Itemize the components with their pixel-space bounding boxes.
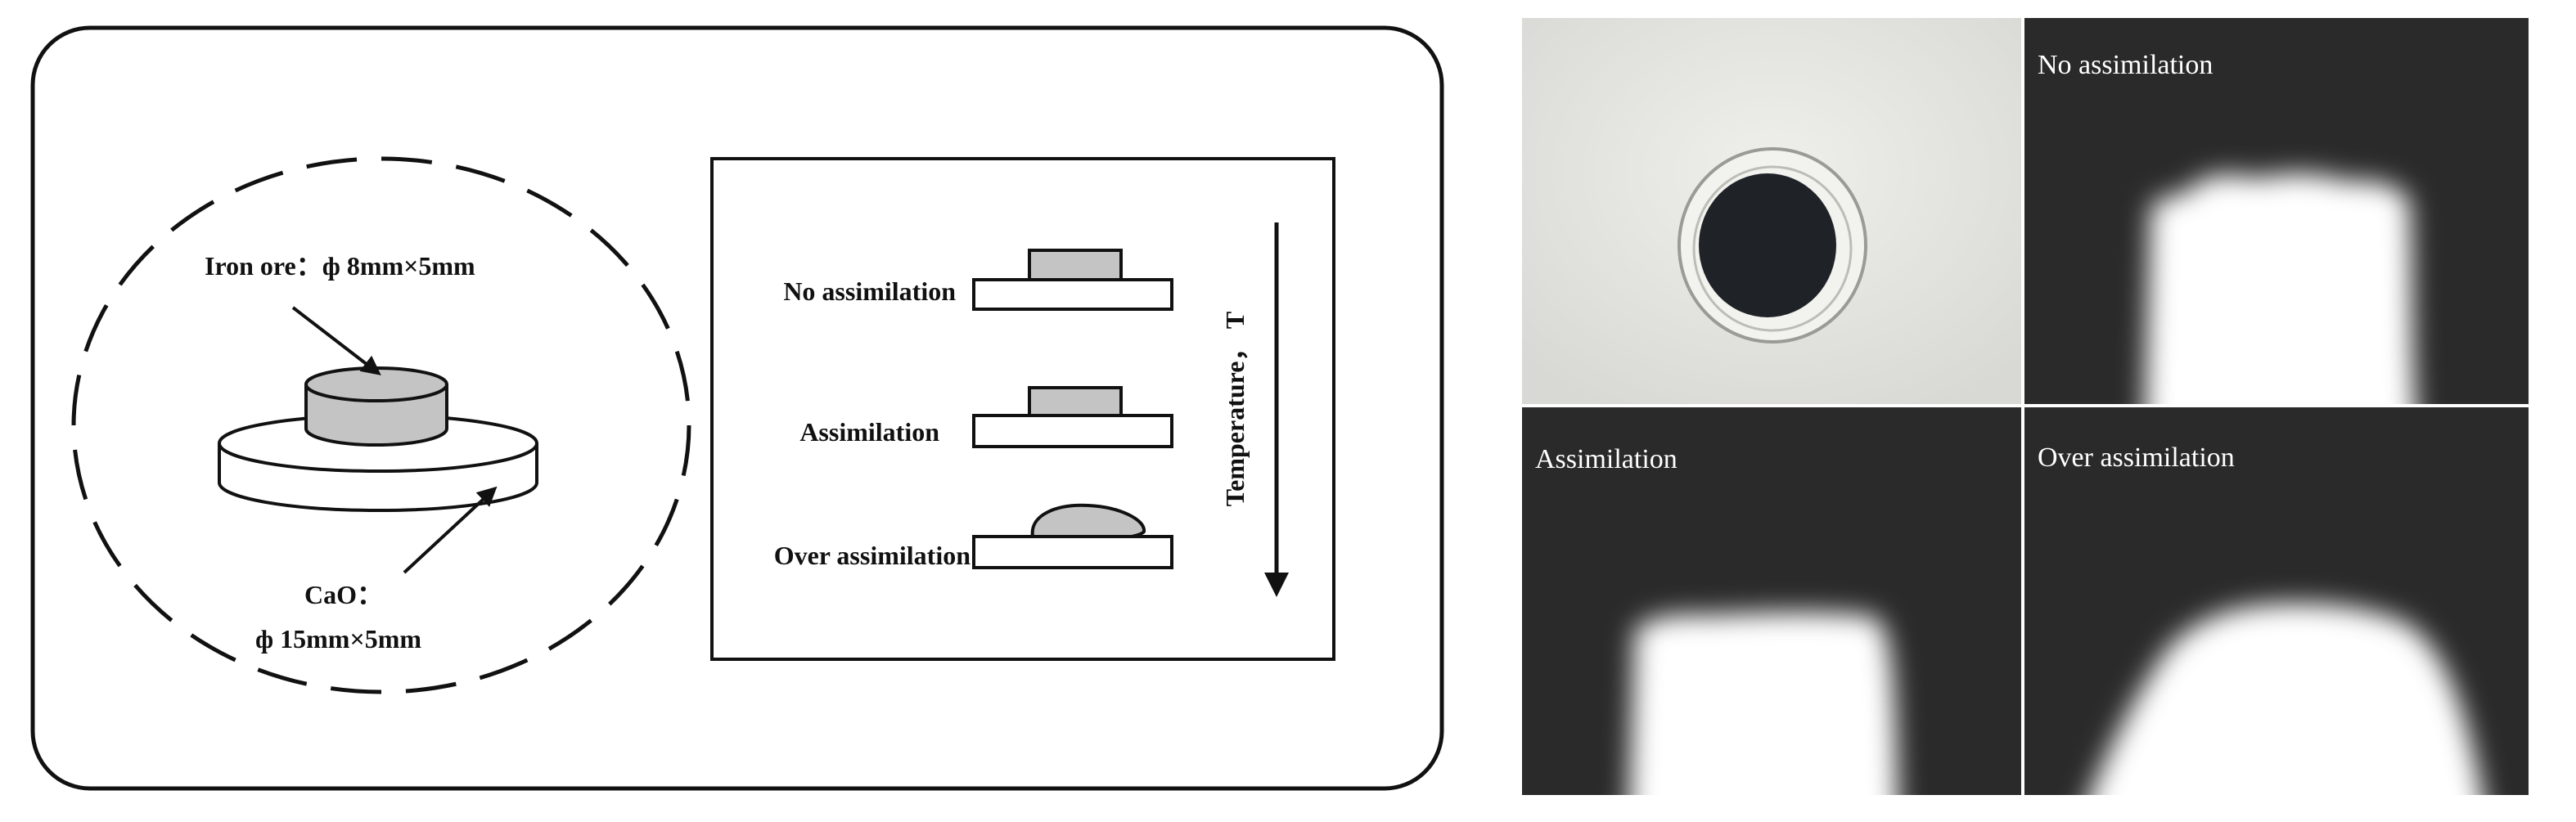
stage-substrate	[972, 414, 1173, 448]
iron-ore-label: Iron ore：ф 8mm×5mm	[205, 251, 475, 281]
stage-sample	[1028, 249, 1123, 281]
cao-label-line1: CaO：	[304, 580, 383, 609]
stage-no-assimilation: No assimilation	[783, 249, 1173, 311]
stage-substrate	[972, 278, 1173, 311]
stage-label: No assimilation	[783, 276, 956, 306]
iron-ore-cylinder	[304, 366, 448, 447]
temperature-label: Temperature， T	[1220, 312, 1250, 507]
stage-over-assimilation: Over assimilation	[774, 503, 1173, 570]
stage-label: Over assimilation	[774, 541, 971, 570]
photo-panel-over-assimilation: Over assimilation	[2024, 407, 2529, 795]
schematic-diagram: Iron ore：ф 8mm×5mm CaO： ф 15mm×5mm No as…	[30, 25, 1444, 791]
stage-substrate	[972, 535, 1173, 569]
iron-ore-pellet	[1699, 173, 1836, 317]
stage-legend-box	[710, 157, 1335, 661]
cao-arrow	[403, 486, 498, 574]
photo-grid: No assimilation Assimilation Over assimi…	[1522, 18, 2529, 795]
photo-panel-sample	[1522, 18, 2021, 404]
dashed-boundary-circle	[71, 156, 691, 694]
photo-panel-assimilation: Assimilation	[1522, 407, 2021, 795]
panel-label: No assimilation	[2038, 50, 2213, 80]
iron-ore-arrow	[291, 306, 381, 375]
panel-label: Assimilation	[1535, 444, 1678, 474]
stage-assimilation: Assimilation	[799, 386, 1173, 448]
grid-divider-horizontal	[1522, 404, 2529, 407]
panel-label: Over assimilation	[2038, 442, 2235, 473]
photo-panel-no-assimilation: No assimilation	[2024, 18, 2529, 404]
outer-frame	[30, 25, 1444, 791]
stage-label: Assimilation	[799, 417, 939, 447]
cao-label-line2: ф 15mm×5mm	[255, 624, 421, 654]
